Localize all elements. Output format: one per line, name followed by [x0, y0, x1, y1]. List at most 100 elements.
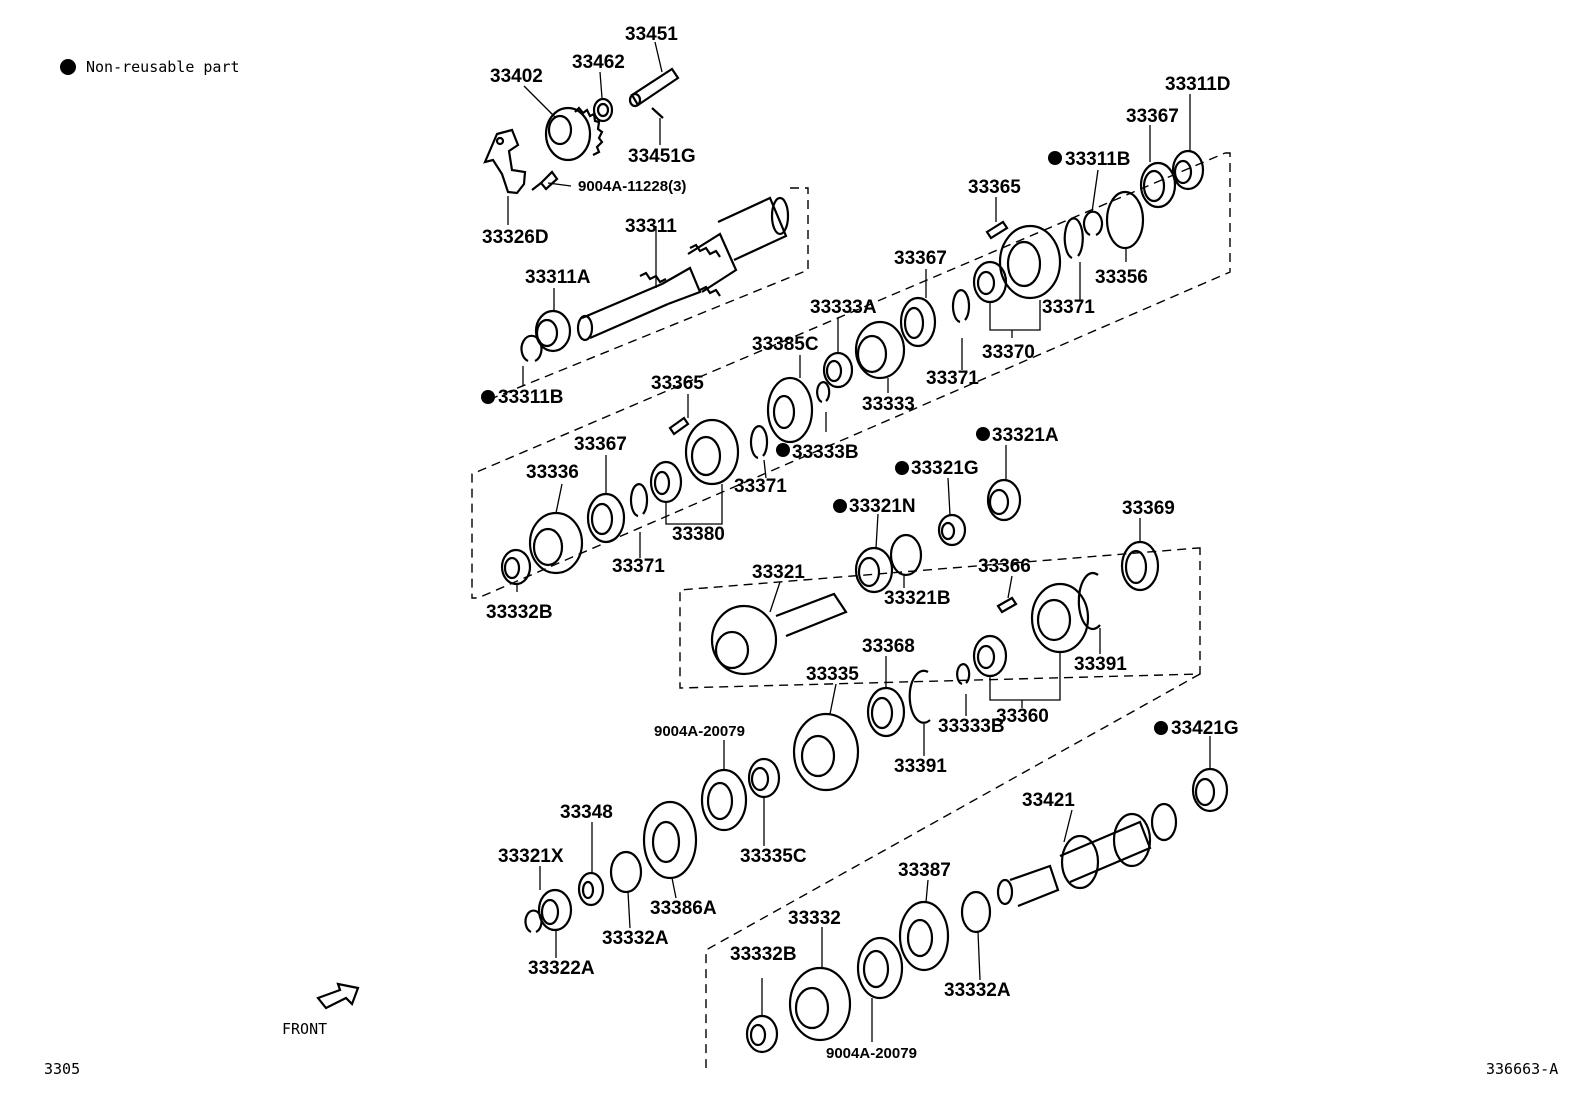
spring-33391-a: [1077, 571, 1101, 631]
label-33367-c: 33367: [574, 434, 627, 455]
legend-text: Non-reusable part: [86, 58, 240, 76]
label-33391-b: 33391: [894, 756, 947, 777]
gear-33385C: [766, 376, 814, 444]
label-33371-d: 33371: [612, 556, 665, 577]
snap-ring-33311B-lower: [520, 334, 543, 362]
washer-33462: [592, 97, 614, 123]
label-33369: 33369: [1122, 498, 1175, 519]
label-33321G: 33321G: [911, 458, 979, 479]
label-33380: 33380: [672, 524, 725, 545]
snap-ring-33333B-b: [956, 663, 971, 686]
bullet-icon: [895, 461, 909, 475]
ring-33367-b: [899, 296, 937, 348]
label-33371-a: 33371: [1042, 297, 1095, 318]
label-33360: 33360: [996, 706, 1049, 727]
bullet-icon: [1048, 151, 1062, 165]
label-9004A-11228: 9004A-11228(3): [578, 178, 686, 195]
label-33371-b: 33371: [926, 368, 979, 389]
label-33332B-b: 33332B: [730, 944, 797, 965]
key-33366: [996, 596, 1018, 614]
label-33311A: 33311A: [525, 267, 591, 288]
label-33348: 33348: [560, 802, 613, 823]
non-reusable-bullet-icon: [60, 59, 76, 75]
ring-33321B: [889, 533, 923, 577]
pin-33451G: [651, 107, 664, 119]
bearing-33322A: [537, 888, 573, 932]
snap-ring-33333B-a: [816, 381, 831, 404]
sleeve-33360: [972, 582, 1090, 678]
label-33332A-a: 33332A: [602, 928, 669, 949]
sleeve-33370: [972, 224, 1062, 304]
washer-9004A-20079-b: [856, 936, 904, 1000]
gear-33386A: [642, 800, 698, 880]
label-33366: 33366: [978, 556, 1031, 577]
label-33365-mid: 33365: [651, 373, 704, 394]
label-33321B: 33321B: [884, 588, 951, 609]
gear-33402: [544, 106, 604, 162]
shaft-33451: [628, 67, 680, 108]
label-33367-top: 33367: [1126, 106, 1179, 127]
shift-fork-33326D: [483, 128, 527, 195]
label-33321: 33321: [752, 562, 805, 583]
label-33365-top: 33365: [968, 177, 1021, 198]
part-labels: 33451 33402 33462 33451G 9004A-11228(3) …: [482, 24, 1239, 1062]
outline-input-shaft: [487, 187, 809, 401]
spring-33371-b: [951, 289, 971, 324]
front-arrow-icon: [316, 982, 360, 1010]
label-33311: 33311: [625, 216, 677, 237]
washer-9004A-20079-a: [700, 768, 748, 832]
label-33311B-upper: 33311B: [1065, 149, 1131, 170]
snap-ring-33321X: [524, 909, 543, 934]
bearing-33421G: [1191, 767, 1229, 813]
bearing-33321A: [986, 478, 1022, 522]
label-33321X: 33321X: [498, 846, 564, 867]
label-33391-a: 33391: [1074, 654, 1127, 675]
label-33387: 33387: [898, 860, 951, 881]
shaft-33421: [996, 802, 1178, 908]
illustration-id: 336663-A: [1486, 1060, 1558, 1078]
washer-33348: [577, 871, 605, 907]
label-33321N: 33321N: [849, 496, 916, 517]
label-9004A-20079-a: 9004A-20079: [654, 723, 745, 740]
label-33335: 33335: [806, 664, 859, 685]
label-33356: 33356: [1095, 267, 1148, 288]
ring-33332A-a: [609, 850, 643, 894]
label-33321A: 33321A: [992, 425, 1059, 446]
label-33322A: 33322A: [528, 958, 595, 979]
outline-main-shaft-upper: [471, 152, 1231, 599]
label-9004A-20079-b: 9004A-20079: [826, 1045, 917, 1062]
gear-33387: [898, 900, 950, 972]
ring-33332A-b: [960, 890, 992, 934]
assembly-outlines: [471, 152, 1231, 1068]
spring-33371-a: [1063, 217, 1084, 260]
bearing-33311A: [534, 309, 572, 353]
label-33421: 33421: [1022, 790, 1075, 811]
bullet-icon: [1154, 721, 1168, 735]
label-33385C: 33385C: [752, 334, 819, 355]
ring-33356: [1105, 190, 1145, 250]
label-33333: 33333: [862, 394, 915, 415]
label-33451: 33451: [625, 24, 678, 45]
label-33370: 33370: [982, 342, 1035, 363]
bearing-33311D: [1171, 149, 1205, 191]
spring-33371-d: [629, 483, 649, 518]
sleeve-33380: [649, 418, 740, 504]
spring-33371-c: [749, 425, 769, 460]
non-reusable-markers: [481, 151, 1168, 735]
gear-33333: [854, 320, 906, 380]
part-drawings: [316, 67, 1229, 1054]
front-label: FRONT: [282, 1020, 327, 1038]
bearing-33332B-b: [745, 1014, 779, 1054]
bullet-icon: [481, 390, 495, 404]
label-33332B-a: 33332B: [486, 602, 553, 623]
label-33367-b: 33367: [894, 248, 947, 269]
snap-ring-33311B-upper: [1082, 210, 1104, 236]
bullet-icon: [976, 427, 990, 441]
legend: Non-reusable part: [60, 58, 240, 76]
label-33421G: 33421G: [1171, 718, 1239, 739]
gear-33335: [792, 712, 860, 792]
bolt-9004A-11228: [531, 170, 559, 191]
label-33386A: 33386A: [650, 898, 717, 919]
label-33311D: 33311D: [1165, 74, 1231, 95]
